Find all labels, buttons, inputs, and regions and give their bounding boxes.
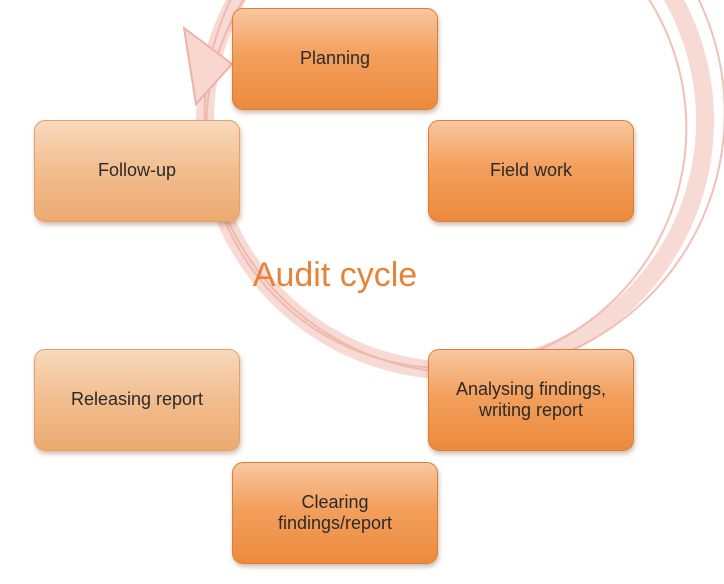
step-follow-up-label: Follow-up — [97, 160, 177, 181]
step-follow-up: Follow-up — [34, 120, 240, 222]
step-releasing-report: Releasing report — [34, 349, 240, 451]
step-clearing-findings-label: Clearing findings/report — [277, 491, 393, 533]
step-planning-label: Planning — [299, 48, 371, 69]
step-releasing-report-label: Releasing report — [70, 389, 204, 410]
cycle-arc-inner-edge — [205, 0, 688, 370]
cycle-arc-outer-edge — [203, 0, 724, 375]
step-analysing-findings: Analysing findings, writing report — [428, 349, 634, 451]
step-planning: Planning — [232, 8, 438, 110]
cycle-arrowhead — [182, 25, 234, 107]
cycle-arc — [196, 0, 715, 380]
step-field-work: Field work — [428, 120, 634, 222]
diagram-title: Audit cycle — [252, 256, 418, 294]
step-analysing-findings-label: Analysing findings, writing report — [455, 378, 607, 420]
step-clearing-findings: Clearing findings/report — [232, 462, 438, 564]
step-field-work-label: Field work — [489, 160, 573, 181]
